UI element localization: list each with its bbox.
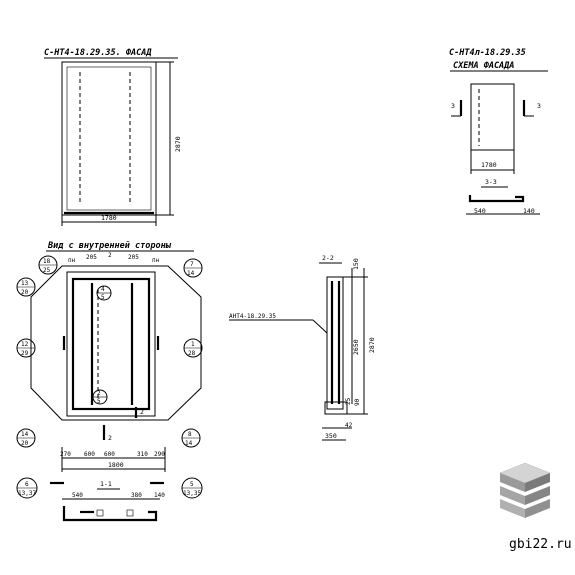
- section22-dim-2870: 2870: [368, 337, 376, 353]
- svg-text:29: 29: [21, 350, 29, 357]
- svg-text:13,35: 13,35: [183, 490, 201, 497]
- facade-title: С-НТ4-18.29.35. ФАСАД: [44, 48, 152, 58]
- logo-slab-bottom-right: [525, 499, 550, 518]
- scheme-panel-outline: [470, 83, 515, 151]
- section11-dim-380: 380: [131, 492, 142, 499]
- svg-text:1: 1: [191, 341, 195, 348]
- scheme-section-dim-a: 540: [474, 207, 486, 215]
- svg-text:25: 25: [43, 267, 51, 274]
- section22-label: 2-2: [322, 254, 334, 262]
- section11-insert-right: [126, 509, 134, 517]
- section22-wall-outline: [326, 276, 344, 410]
- inner-panel-outline: [66, 271, 156, 417]
- callout-18-25: 18 25: [38, 255, 58, 275]
- inner-total-width: 1800: [108, 461, 124, 469]
- facade-panel-inner: [66, 66, 152, 211]
- section22-leader-label: АНТ4-18.29.35: [229, 313, 276, 320]
- callout-13-20: 13 20: [16, 277, 36, 297]
- inner-panel-frame: [71, 277, 151, 411]
- section22-dim-150: 150: [352, 258, 360, 270]
- scheme-section-label: 3-3: [485, 178, 497, 186]
- scheme-cut-label-left: 3: [451, 102, 455, 110]
- facade-panel-outline: [61, 61, 157, 216]
- inner-cut-label-left: 2: [108, 434, 112, 442]
- svg-text:20: 20: [21, 440, 29, 447]
- svg-text:14: 14: [185, 440, 193, 447]
- svg-text:13: 13: [21, 280, 29, 287]
- inner-node-bottom-den: 5: [97, 398, 101, 405]
- section11-dim-140: 140: [154, 492, 165, 499]
- inner-octagon-outline: [30, 265, 202, 421]
- inner-top-pn-right: пн: [152, 257, 160, 264]
- section11-profile: [62, 506, 158, 522]
- inner-bottom-dim-270: 270: [60, 451, 71, 458]
- scheme-title-line1: С-НТ4л-18.29.35: [449, 48, 526, 58]
- facade-width-label: 1780: [101, 214, 117, 222]
- section22-base: [324, 401, 348, 415]
- inner-node-top-den: 5: [101, 294, 105, 301]
- svg-text:6: 6: [25, 481, 29, 488]
- callout-14-20: 14 20: [16, 428, 36, 448]
- svg-text:13,37: 13,37: [18, 490, 36, 497]
- svg-text:7: 7: [190, 261, 194, 268]
- svg-text:20: 20: [21, 289, 29, 296]
- logo-slab-mid-right: [525, 486, 550, 505]
- facade-height-label: 2870: [174, 136, 182, 152]
- logo-slab-mid-left: [500, 486, 525, 505]
- inner-dim-top-left: 205: [86, 254, 97, 261]
- inner-bottom-dim-600a: 600: [84, 451, 95, 458]
- callout-12-29: 12 29: [16, 338, 36, 358]
- svg-text:5: 5: [190, 481, 194, 488]
- section22-dim-42: 42: [345, 422, 353, 429]
- scheme-view: С-НТ4л-18.29.35 СХЕМА ФАСАДА 3 3 1780 3-…: [449, 48, 548, 215]
- inner-bottom-dim-600b: 600: [104, 451, 115, 458]
- section11-insert-left: [96, 509, 104, 517]
- scheme-title-line2: СХЕМА ФАСАДА: [453, 61, 514, 71]
- inner-top-pn-left: пн: [68, 257, 76, 264]
- section22-dim-350: 350: [325, 432, 337, 440]
- callout-8-14: 8 14: [181, 428, 201, 448]
- scheme-width-label: 1780: [481, 161, 497, 169]
- svg-text:14: 14: [21, 431, 29, 438]
- section-1-1: 1-1 6 13,37 5 13,35 540 380 140: [16, 477, 203, 522]
- section22-dim-2650: 2650: [352, 339, 360, 355]
- callout-5-1335: 5 13,35: [181, 477, 203, 499]
- section11-label: 1-1: [100, 480, 112, 488]
- svg-text:18: 18: [43, 258, 51, 265]
- scheme-section-profile: [468, 195, 525, 203]
- svg-text:14: 14: [187, 270, 195, 277]
- section11-dim-540: 540: [72, 492, 83, 499]
- inner-view: Вид с внутренней стороны пн пн 205 205 2…: [16, 241, 203, 472]
- logo-slab-top-side-left: [500, 473, 525, 492]
- section22-dim-90: 90: [354, 398, 361, 406]
- section-2-2: 2-2 АНТ4-18.29.35 150 2650 2870 25 90 42…: [229, 254, 376, 441]
- callout-1-28: 1 28: [183, 338, 203, 358]
- watermark-text: gbi22.ru: [509, 537, 572, 552]
- scheme-section-dim-b: 140: [523, 207, 535, 215]
- inner-bottom-dim-290: 290: [154, 451, 165, 458]
- inner-view-title: Вид с внутренней стороны: [47, 241, 172, 251]
- svg-text:8: 8: [188, 431, 192, 438]
- svg-text:12: 12: [21, 341, 29, 348]
- facade-view: С-НТ4-18.29.35. ФАСАД 2870 1780: [44, 48, 182, 226]
- inner-dim-top-right: 205: [128, 254, 139, 261]
- section22-dim-25: 25: [345, 397, 352, 405]
- callout-6-1337: 6 13,37: [16, 477, 38, 499]
- watermark-logo: [499, 462, 551, 518]
- inner-node-top-num: 4: [101, 286, 105, 293]
- scheme-cut-label-right: 3: [537, 102, 541, 110]
- inner-node-bottom-num: 2: [97, 390, 101, 397]
- inner-cut-label-right: 2: [140, 408, 144, 416]
- logo-slab-top-side-right: [525, 473, 550, 492]
- logo-slab-bottom-left: [500, 499, 525, 518]
- inner-dim-top-mid: 2: [108, 252, 112, 259]
- callout-7-14: 7 14: [183, 258, 203, 278]
- section22-leader-tail: [312, 319, 328, 334]
- inner-bottom-dim-310: 310: [137, 451, 148, 458]
- svg-text:28: 28: [188, 350, 196, 357]
